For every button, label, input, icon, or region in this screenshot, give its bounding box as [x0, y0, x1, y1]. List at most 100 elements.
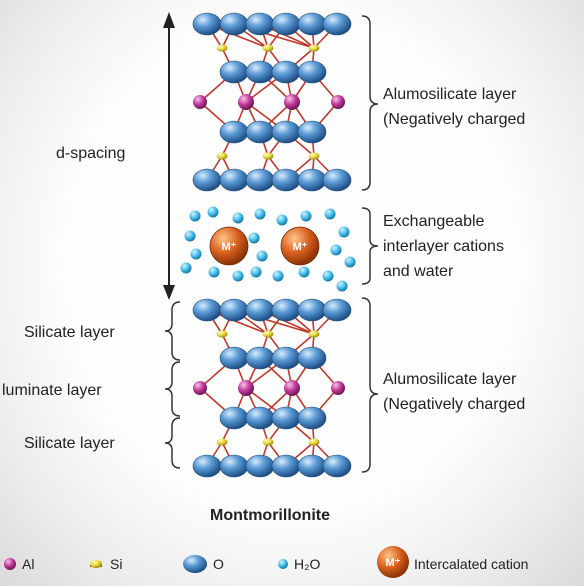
oxygen-atom [271, 346, 301, 370]
oxygen-atom [219, 168, 249, 192]
oxygen-atom [297, 346, 327, 370]
water-molecule [180, 262, 192, 274]
silicon-atom [262, 44, 274, 52]
water-molecule [248, 232, 260, 244]
legend-h2o: H₂O [278, 556, 321, 572]
silicon-atom [262, 152, 274, 160]
oxygen-atom [219, 406, 249, 430]
oxygen-atom [245, 346, 275, 370]
al-atom-icon [4, 558, 16, 570]
aluminium-atom [193, 95, 207, 109]
cation-icon [377, 546, 409, 578]
oxygen-atom [271, 120, 301, 144]
silicon-atom [262, 438, 274, 446]
brace-interlayer [361, 207, 379, 285]
d-spacing-label: d-spacing [56, 145, 125, 162]
label-aluminate: luminate layer [2, 382, 102, 399]
aluminium-atom [331, 95, 345, 109]
legend-si: Si [90, 556, 122, 572]
aluminium-atom [193, 381, 207, 395]
oxygen-atom [245, 60, 275, 84]
oxygen-atom [322, 168, 352, 192]
oxygen-atom [322, 454, 352, 478]
d-spacing-arrow-head-top [163, 12, 175, 28]
oxygen-atom [322, 298, 352, 322]
water-molecule [184, 230, 196, 242]
oxygen-atom [271, 12, 301, 36]
oxygen-atom [297, 298, 327, 322]
water-molecule [232, 212, 244, 224]
oxygen-atom [219, 60, 249, 84]
oxygen-atom [219, 298, 249, 322]
legend-al-text: Al [22, 556, 34, 572]
water-molecule [344, 256, 356, 268]
cation-atom [280, 226, 320, 266]
legend-o-text: O [213, 556, 224, 572]
oxygen-atom [219, 12, 249, 36]
oxygen-atom [219, 454, 249, 478]
aluminium-atom [284, 94, 300, 110]
water-molecule [298, 266, 310, 278]
silicon-atom [216, 44, 228, 52]
label-and-water: and water [383, 263, 454, 280]
silicon-atom [308, 152, 320, 160]
legend-cation: M⁺ Intercalated cation [377, 546, 528, 578]
oxygen-atom [192, 168, 222, 192]
water-molecule [322, 270, 334, 282]
water-molecule [254, 208, 266, 220]
aluminium-atom [331, 381, 345, 395]
oxygen-atom [297, 454, 327, 478]
label-exchangeable: Exchangeable [383, 213, 485, 230]
oxygen-atom [245, 454, 275, 478]
legend-cation-symbol: M⁺ [386, 557, 401, 569]
water-molecule [276, 214, 288, 226]
aluminium-atom [238, 380, 254, 396]
oxygen-atom [297, 12, 327, 36]
oxygen-atom [297, 120, 327, 144]
label-silicate-bottom: Silicate layer [24, 435, 115, 452]
oxygen-atom [245, 12, 275, 36]
silicon-atom [308, 438, 320, 446]
oxygen-atom [219, 346, 249, 370]
oxygen-atom [192, 454, 222, 478]
brace-silicate-top [164, 301, 181, 361]
si-atom-icon [90, 560, 102, 568]
oxygen-atom [219, 120, 249, 144]
water-molecule [190, 248, 202, 260]
water-molecule [232, 270, 244, 282]
water-molecule-icon [278, 559, 288, 569]
cation-atom [209, 226, 249, 266]
water-molecule [208, 266, 220, 278]
silicon-atom [216, 152, 228, 160]
label-top-negative: (Negatively charged [383, 111, 525, 128]
legend-h2o-text: H₂O [294, 556, 321, 572]
water-molecule [338, 226, 350, 238]
legend-o: O [183, 555, 224, 573]
label-bottom-alumosilicate: Alumosilicate layer [383, 371, 517, 388]
silicon-atom [216, 330, 228, 338]
water-molecule [300, 210, 312, 222]
silicon-atom [308, 44, 320, 52]
oxygen-atom [192, 12, 222, 36]
oxygen-atom [245, 168, 275, 192]
label-interlayer-cations: interlayer cations [383, 238, 504, 255]
water-molecule [336, 280, 348, 292]
silicon-atom [216, 438, 228, 446]
aluminium-atom [284, 380, 300, 396]
oxygen-atom [271, 454, 301, 478]
water-molecule [207, 206, 219, 218]
oxygen-atom [322, 12, 352, 36]
water-molecule [324, 208, 336, 220]
silicon-atom [308, 330, 320, 338]
silicon-atom [262, 330, 274, 338]
atom-layer: M⁺M⁺ [180, 12, 356, 478]
legend-al: Al [4, 556, 34, 572]
oxygen-atom [297, 168, 327, 192]
legend-si-text: Si [110, 556, 122, 572]
oxygen-atom [245, 120, 275, 144]
water-molecule [272, 270, 284, 282]
legend: Al Si O H₂O M⁺ Intercalated cation [4, 546, 528, 578]
oxygen-atom [192, 298, 222, 322]
label-top-alumosilicate: Alumosilicate layer [383, 86, 517, 103]
